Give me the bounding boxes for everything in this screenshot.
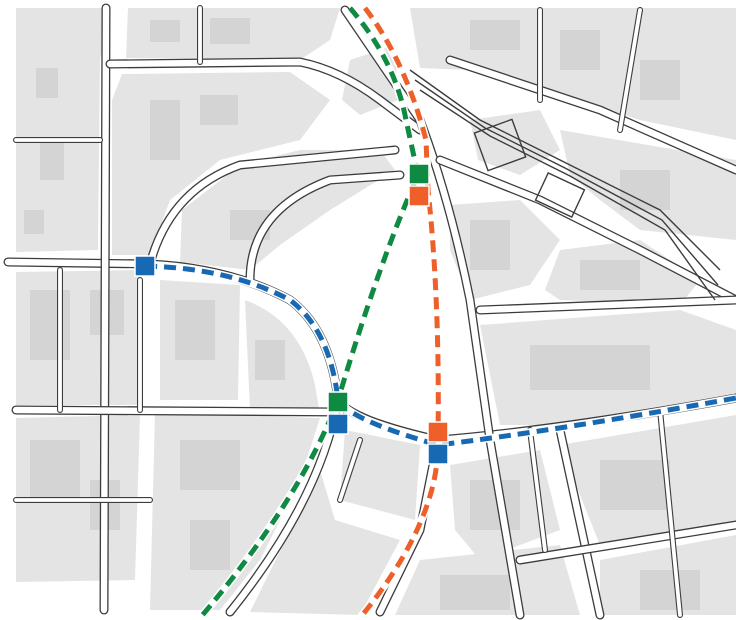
building [190,520,230,570]
building [150,20,180,42]
station-marker-orange[interactable] [427,421,449,443]
city-block [250,470,400,615]
city-block [410,8,736,140]
building [30,440,80,500]
transit-routes [144,5,736,620]
transit-stations [134,163,449,465]
station-marker-blue[interactable] [134,255,156,277]
building [620,170,670,210]
station-marker-blue[interactable] [427,443,449,465]
building [40,140,64,180]
building [180,440,240,490]
station-north[interactable] [408,163,430,207]
green-line[interactable] [198,6,421,620]
station-marker-blue[interactable] [327,413,349,435]
rail-yard [409,69,721,301]
building [470,20,520,50]
building [30,290,70,360]
buildings [24,18,700,610]
station-marker-orange[interactable] [408,185,430,207]
building [470,220,510,270]
building [255,340,285,380]
station-centre-east[interactable] [427,421,449,465]
building [640,60,680,100]
building [600,460,670,510]
road-network [3,3,736,620]
building [24,210,44,234]
building [175,300,215,360]
city-block [180,150,395,270]
orange-line[interactable] [358,6,441,620]
building [440,575,510,610]
station-west[interactable] [134,255,156,277]
station-marker-green[interactable] [408,163,430,185]
building [530,345,650,390]
station-centre-west[interactable] [327,391,349,435]
building [580,260,640,290]
building [36,68,58,98]
station-marker-green[interactable] [327,391,349,413]
city-block [340,430,420,520]
building [210,18,250,44]
building [150,100,180,160]
building [640,570,700,610]
building [560,30,600,70]
building [200,95,238,125]
